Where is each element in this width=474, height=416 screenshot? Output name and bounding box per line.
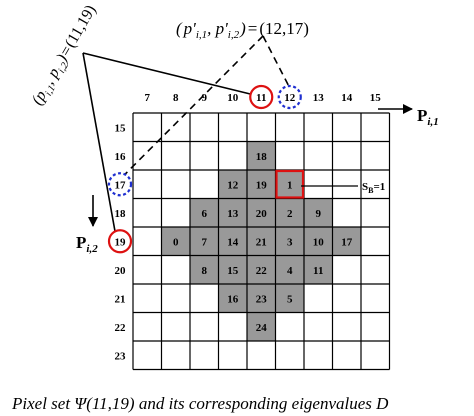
row-tick-label: 23 bbox=[115, 350, 127, 362]
filled-cell bbox=[332, 227, 361, 256]
column-tick-label: 13 bbox=[313, 92, 325, 104]
row-tick-label: 22 bbox=[115, 322, 127, 334]
filled-cell bbox=[304, 227, 333, 256]
cell-value: 1 bbox=[287, 179, 293, 191]
filled-cell bbox=[247, 255, 276, 284]
column-tick-label: 7 bbox=[145, 92, 151, 104]
row-17-dashed-circle bbox=[107, 172, 133, 197]
cell-value: 2 bbox=[287, 208, 293, 220]
cell-value: 14 bbox=[227, 236, 239, 248]
cell-value: 7 bbox=[202, 236, 208, 248]
connector-lines bbox=[82, 35, 290, 232]
cell-value: 15 bbox=[227, 265, 239, 277]
row-tick-label: 15 bbox=[115, 122, 127, 134]
dashed-connector-to-row bbox=[124, 35, 264, 175]
cell-value: 3 bbox=[287, 236, 293, 248]
row-tick-label: 18 bbox=[115, 208, 127, 220]
filled-cell bbox=[247, 141, 276, 170]
filled-cell bbox=[247, 284, 276, 313]
cell-value: 21 bbox=[256, 236, 267, 248]
filled-cell bbox=[275, 170, 304, 199]
filled-cell bbox=[304, 198, 333, 227]
sb-label: SB=1 bbox=[362, 181, 385, 195]
cell-value: 8 bbox=[202, 265, 208, 277]
column-11-solid-circle bbox=[249, 84, 274, 110]
x-axis-label: Pi,1 bbox=[417, 106, 439, 128]
solid-connector-to-row bbox=[82, 52, 116, 232]
column-tick-label: 15 bbox=[370, 92, 382, 104]
filled-cell bbox=[275, 255, 304, 284]
filled-cell bbox=[247, 312, 276, 341]
cell-value: 12 bbox=[227, 179, 239, 191]
row-tick-label: 16 bbox=[115, 151, 127, 163]
filled-cell bbox=[275, 284, 304, 313]
cell-value: 5 bbox=[287, 293, 293, 305]
cell-value: 9 bbox=[316, 208, 322, 220]
filled-cell bbox=[247, 227, 276, 256]
y-axis-label: Pi,2 bbox=[76, 233, 98, 255]
column-tick-labels: 7 8 9 10 11 12 13 14 15 bbox=[145, 92, 382, 104]
filled-cell bbox=[218, 284, 247, 313]
cell-value: 23 bbox=[256, 293, 268, 305]
cell-value: 16 bbox=[227, 293, 239, 305]
cell-value: 6 bbox=[202, 208, 208, 220]
row-tick-labels: 15 16 17 18 19 20 21 22 23 bbox=[115, 122, 127, 362]
solid-connector-to-column bbox=[82, 52, 251, 95]
point-dashed-label: (p'i,1, p'i,2)=(12,17) bbox=[176, 19, 309, 41]
cell-value: 24 bbox=[256, 322, 268, 334]
filled-cell bbox=[247, 198, 276, 227]
filled-cell bbox=[190, 198, 219, 227]
pixel-grid-lines bbox=[132, 112, 391, 371]
cell-value: 20 bbox=[256, 208, 268, 220]
row-19-solid-circle bbox=[107, 229, 133, 254]
pixel-grid-fills bbox=[161, 141, 361, 341]
filled-cell bbox=[218, 255, 247, 284]
column-tick-label: 9 bbox=[202, 92, 208, 104]
cell-value: 4 bbox=[287, 265, 293, 277]
cell-value: 11 bbox=[313, 265, 323, 277]
filled-cell bbox=[190, 227, 219, 256]
row-tick-label: 19 bbox=[115, 236, 127, 248]
row-tick-label: 20 bbox=[115, 265, 127, 277]
row-tick-label: 17 bbox=[115, 179, 127, 191]
filled-cell bbox=[247, 170, 276, 199]
column-tick-label: 8 bbox=[173, 92, 179, 104]
cell-value: 19 bbox=[256, 179, 268, 191]
cell-value: 13 bbox=[227, 208, 239, 220]
column-tick-label: 10 bbox=[227, 92, 239, 104]
filled-cell bbox=[218, 227, 247, 256]
filled-cell bbox=[275, 198, 304, 227]
column-12-dashed-circle bbox=[277, 84, 302, 110]
filled-cell bbox=[190, 255, 219, 284]
highlighted-cell-outline bbox=[275, 169, 305, 199]
point-solid-label: (pi,1, pi,2)=(11,19) bbox=[29, 2, 102, 109]
filled-cell bbox=[218, 198, 247, 227]
cell-value: 18 bbox=[256, 151, 268, 163]
figure-caption: Pixel set Ψ(11,19) and its corresponding… bbox=[11, 394, 389, 413]
cell-value: 0 bbox=[173, 236, 179, 248]
dashed-connector-to-column bbox=[262, 35, 290, 87]
filled-cell bbox=[304, 255, 333, 284]
column-tick-label: 12 bbox=[284, 92, 296, 104]
filled-cell bbox=[275, 227, 304, 256]
row-tick-label: 21 bbox=[115, 293, 126, 305]
column-tick-label: 14 bbox=[341, 92, 353, 104]
column-tick-label: 11 bbox=[256, 92, 266, 104]
cell-value: 10 bbox=[313, 236, 325, 248]
cell-value: 22 bbox=[256, 265, 268, 277]
filled-cell bbox=[218, 170, 247, 199]
cell-value: 17 bbox=[341, 236, 353, 248]
filled-cell bbox=[161, 227, 190, 256]
